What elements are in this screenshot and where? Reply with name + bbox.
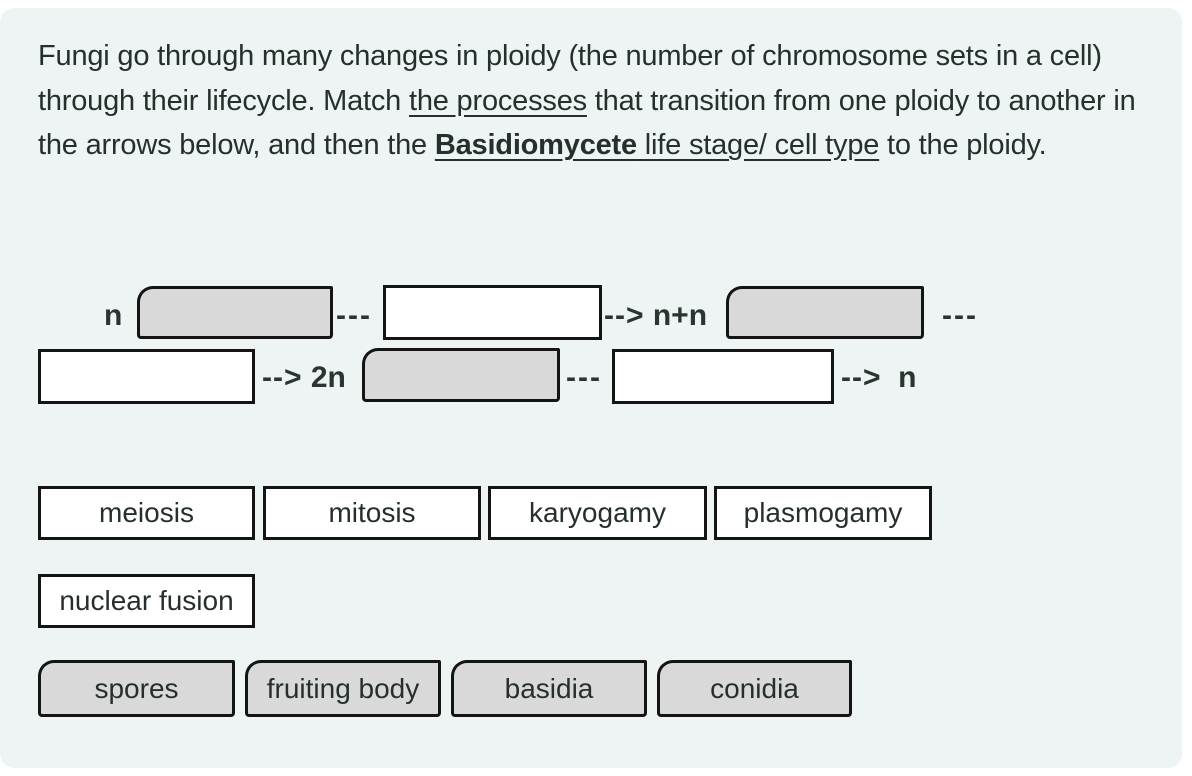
stage-drop-zone-1[interactable] bbox=[137, 286, 333, 339]
process-drop-zone-1[interactable] bbox=[383, 285, 602, 340]
process-option-label: meiosis bbox=[99, 497, 194, 528]
connector-dashes-2: --- bbox=[942, 299, 978, 332]
ploidy-label-2n: 2n bbox=[310, 361, 346, 394]
stage-option-spores[interactable]: spores bbox=[38, 660, 235, 717]
process-option-meiosis[interactable]: meiosis bbox=[38, 486, 255, 540]
process-option-nuclear-fusion[interactable]: nuclear fusion bbox=[38, 574, 255, 628]
process-option-karyogamy[interactable]: karyogamy bbox=[488, 486, 707, 540]
stage-option-fruiting-body[interactable]: fruiting body bbox=[245, 660, 441, 717]
stage-option-conidia[interactable]: conidia bbox=[657, 660, 852, 717]
process-option-label: plasmogamy bbox=[743, 497, 903, 528]
process-drop-zone-2[interactable] bbox=[38, 349, 255, 404]
process-option-plasmogamy[interactable]: plasmogamy bbox=[714, 486, 932, 540]
question-text-part3: to the ploidy. bbox=[879, 129, 1047, 161]
process-option-label: mitosis bbox=[328, 497, 416, 528]
stage-drop-zone-3[interactable] bbox=[362, 348, 560, 402]
stage-option-label: conidia bbox=[710, 672, 799, 704]
question-text: Fungi go through many changes in ploidy … bbox=[38, 34, 1138, 168]
ploidy-label-n-start: n bbox=[104, 299, 123, 332]
question-text-part2: that transition from one ploidy to anoth… bbox=[38, 84, 1136, 162]
arrow-glyph-1: --> bbox=[604, 299, 645, 332]
question-text-underline-lifestage: life stage/ cell type bbox=[636, 129, 880, 161]
process-drop-zone-3[interactable] bbox=[612, 349, 834, 404]
process-option-label: nuclear fusion bbox=[59, 585, 234, 616]
ploidy-label-n-end: n bbox=[898, 361, 917, 394]
connector-dashes-3: --- bbox=[566, 361, 602, 394]
process-option-label: karyogamy bbox=[529, 497, 666, 528]
arrow-glyph-3: --> bbox=[841, 361, 882, 394]
process-option-mitosis[interactable]: mitosis bbox=[263, 486, 481, 540]
connector-dashes-1: --- bbox=[336, 299, 372, 332]
question-text-underline-processes: the processes bbox=[408, 84, 587, 117]
stage-drop-zone-2[interactable] bbox=[726, 286, 924, 339]
arrow-label-2n: --> 2n bbox=[262, 358, 346, 398]
stage-option-basidia[interactable]: basidia bbox=[451, 660, 647, 717]
question-text-part1: Fungi go through many changes in ploidy … bbox=[38, 40, 1102, 117]
arrow-label-n-plus-n: --> n+n bbox=[604, 296, 707, 336]
stage-option-label: fruiting body bbox=[266, 672, 420, 704]
question-panel: Fungi go through many changes in ploidy … bbox=[0, 8, 1182, 768]
stage-option-label: basidia bbox=[504, 672, 594, 704]
arrow-label-n-end: --> n bbox=[841, 358, 917, 398]
stage-option-label: spores bbox=[94, 672, 179, 704]
arrow-glyph-2: --> bbox=[262, 361, 303, 394]
ploidy-label-n-plus-n: n+n bbox=[652, 299, 708, 332]
question-text-basidiomycete: Basidiomycete bbox=[434, 129, 637, 161]
